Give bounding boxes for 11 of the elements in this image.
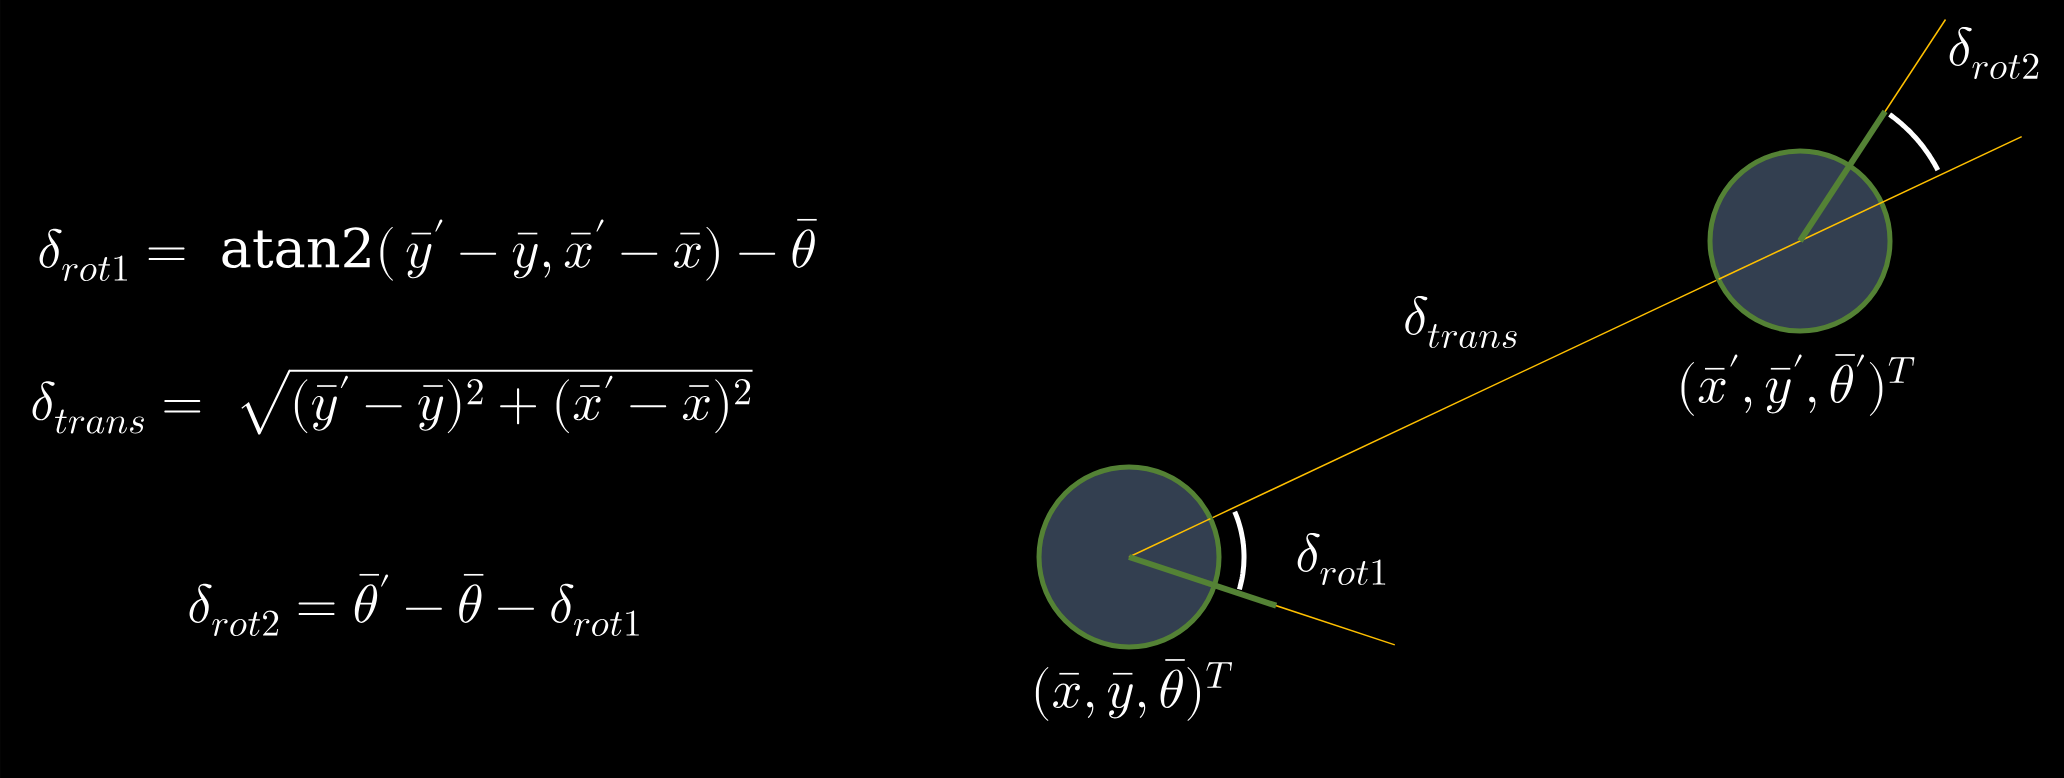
robot-circle <box>1707 148 1893 334</box>
angle-label: $\delta_{rot1}$ <box>1297 532 1386 586</box>
formula: $\delta_{rot2} = \bar{\theta}' - \bar{\theta} - \delta_{rot1}$ <box>189 573 639 637</box>
pose-label: $(\bar{x}', \bar{y}', \bar{\theta}')^T$ <box>1681 354 1915 416</box>
pose-label: $(\bar{x}, \bar{y}, \bar{\theta})^T$ <box>1035 659 1233 721</box>
baseline <box>1211 279 1718 519</box>
edge-label: $\delta_{trans}$ <box>1405 295 1517 349</box>
formula: $\delta_{trans} = \ \sqrt{(\bar{y}' - \bar{y})^2 + (\bar{x}' - \bar{x})^2}$ <box>32 369 753 435</box>
robot-circle <box>1036 464 1222 650</box>
angle-label: $\delta_{rot2}$ <box>1949 26 2039 80</box>
formula: $\delta_{rot1} = \ \mathrm{atan2}(\, \bar{y}' - \bar{y}, \bar{x}' - \bar{x}) - \bar{\theta}$ <box>39 218 817 282</box>
